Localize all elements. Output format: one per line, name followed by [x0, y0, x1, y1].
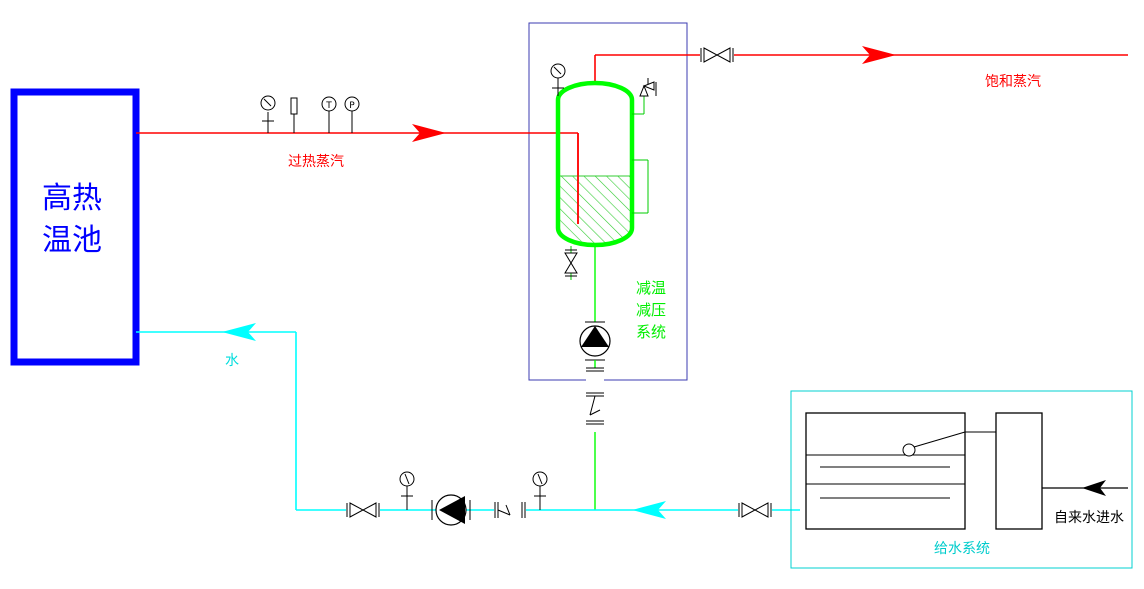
superheated-steam-label: 过热蒸汽: [288, 154, 344, 170]
desuperheat-label-line3: 系统: [636, 323, 666, 341]
return-pressure-gauge-icon: [399, 471, 415, 510]
desuperheat-label-line2: 减压: [636, 301, 666, 319]
pool-label-line1: 高热: [42, 181, 102, 216]
desuperheater-frame: [528, 22, 688, 381]
pool-box: [10, 88, 140, 366]
pressure-gauge-icon: [260, 95, 276, 133]
float-valve-icon: [902, 443, 916, 457]
water-return-line: 水: [136, 323, 800, 519]
drain-valve-icon: [564, 246, 578, 280]
return-gate-valve-icon: [346, 502, 380, 518]
feed-system-frame: [790, 390, 1133, 569]
water-softener: [995, 412, 1043, 530]
feed-system-label: 给水系统: [934, 541, 990, 557]
vertical-check-valve-icon: [586, 367, 604, 432]
vessel-pressure-gauge-icon: [550, 63, 566, 96]
feed-gate-valve-icon: [738, 502, 772, 518]
svg-text:P: P: [349, 101, 355, 111]
steam-flow-arrow: [412, 124, 446, 142]
feed-water-system: 自来水进水 给水系统: [790, 390, 1133, 569]
high-temp-pool: 高热 温池: [10, 88, 140, 366]
saturated-steam-line: 饱和蒸汽: [594, 46, 1128, 90]
desuperheater-vessel: [555, 80, 649, 248]
thermometer-icon: [290, 97, 298, 133]
return-check-valve-icon: [494, 502, 526, 518]
tap-water-arrow: [1082, 480, 1106, 496]
water-flow-arrow: [222, 323, 256, 341]
vessel-water-level: [560, 176, 631, 247]
safety-valve-icon: [639, 78, 657, 97]
pool-label-line2: 温池: [42, 223, 102, 258]
saturated-steam-label: 饱和蒸汽: [985, 74, 1041, 90]
gate-valve-icon: [700, 47, 734, 63]
tap-water-label: 自来水进水: [1054, 510, 1124, 526]
superheated-steam-line: 过热蒸汽: [136, 124, 579, 224]
vessel-shell: [555, 80, 635, 248]
water-tank: [805, 412, 966, 530]
feed-flow-arrow: [632, 501, 666, 519]
svg-text:T: T: [325, 101, 332, 111]
check-pressure-gauge-icon: [532, 471, 548, 510]
pressure-sensor-icon: P: [344, 96, 360, 133]
water-label: 水: [225, 353, 239, 369]
vessel-feed-pump-icon: [579, 321, 611, 361]
temperature-sensor-icon: T: [321, 96, 337, 133]
desuperheat-label-line1: 减温: [636, 279, 666, 297]
return-pump-icon: [431, 494, 471, 526]
saturated-steam-arrow: [862, 46, 896, 64]
